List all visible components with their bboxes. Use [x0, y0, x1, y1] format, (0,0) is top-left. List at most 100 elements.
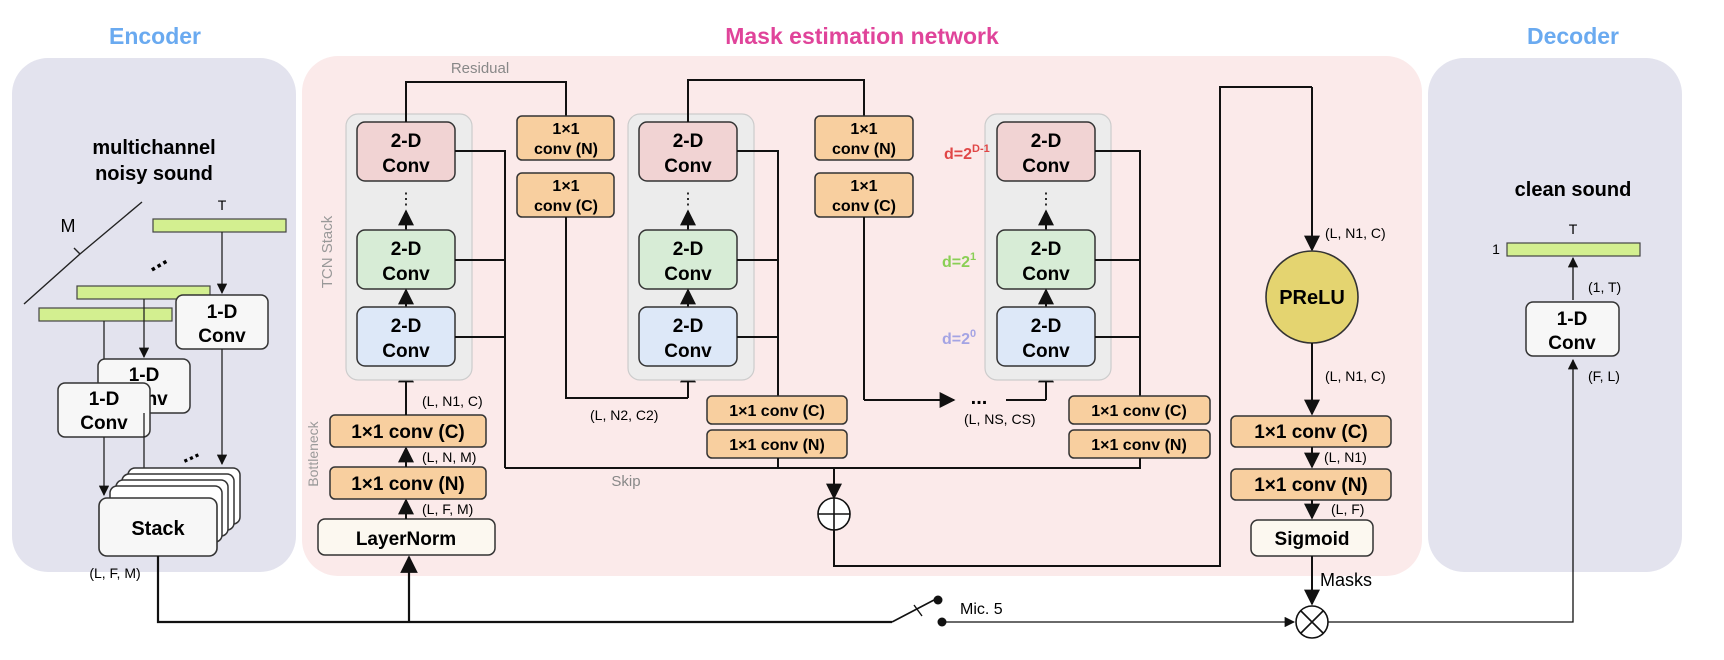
skip2-conv-n-label: 1×1 conv (N): [729, 437, 825, 454]
res1-conv-n-l1: 1×1: [552, 121, 579, 138]
sum-to-prelu: [833, 86, 1312, 567]
tcn1-conv-top-l2: Conv: [382, 156, 430, 177]
tcn2-conv-top-l2: Conv: [664, 156, 712, 177]
encoder-out-dim: (L, F, M): [89, 565, 140, 581]
channel-bracket-tick: [73, 247, 81, 255]
decoder-dim-fl: (F, L): [1588, 368, 1620, 384]
mic-switch-contact-top: [933, 595, 943, 605]
bottleneck-conv-c-label: 1×1 conv (C): [351, 422, 465, 443]
tcn3-vdots: ⋮: [1038, 191, 1054, 208]
input-title-line1: multichannel: [92, 137, 215, 159]
tcn3-conv-mid-l1: 2-D: [1031, 239, 1062, 260]
dim-ln1: (L, N1): [1324, 449, 1367, 465]
tcn3-conv-low-l1: 2-D: [1031, 316, 1062, 337]
input-title-line2: noisy sound: [95, 163, 213, 185]
tcn3-conv-top-l1: 2-D: [1031, 131, 1062, 152]
res1-to-tcn2: [565, 217, 688, 399]
encoder-conv-3-line1: 1-D: [207, 302, 238, 323]
masks-label: Masks: [1320, 570, 1372, 590]
dim-lf: (L, F): [1331, 501, 1364, 517]
tcn2-conv-low-l1: 2-D: [673, 316, 704, 337]
tcn2-vdots: ⋮: [680, 191, 696, 208]
tcn3-conv-mid-l2: Conv: [1022, 264, 1070, 285]
res1-conv-n-l2: conv (N): [534, 141, 598, 158]
out-conv-c-label: 1×1 conv (C): [1254, 422, 1368, 443]
sum-node-plus: [818, 498, 850, 530]
mic-switch-tick: [913, 604, 923, 617]
prelu-in-dim: (L, N1, C): [1325, 225, 1386, 241]
encoder-conv-3-line2: Conv: [198, 326, 246, 347]
bottleneck-conv-c: [329, 414, 487, 448]
tcn1-conv-mid-l1: 2-D: [391, 239, 422, 260]
tcn2-conv-low-l2: Conv: [664, 341, 712, 362]
skip2-conv-c: [706, 395, 848, 425]
tcn2-conv-mid-l2: Conv: [664, 264, 712, 285]
mic-label: Mic. 5: [960, 601, 1003, 618]
dilation-low: d=20: [942, 328, 976, 348]
residual-line-1: [405, 81, 567, 122]
res2-conv-c-l1: 1×1: [850, 178, 877, 195]
mult-to-decoder: [1328, 358, 1579, 623]
tcn2-conv-mid-l1: 2-D: [673, 239, 704, 260]
decoder-conv-l1: 1-D: [1557, 309, 1588, 330]
tcn-stack-label: TCN Stack: [319, 215, 336, 288]
tcn1-vdots: ⋮: [398, 191, 414, 208]
encoder-title: Encoder: [109, 23, 201, 49]
skip3-conv-c-label: 1×1 conv (C): [1091, 403, 1187, 420]
tcn3-output-bus: [1095, 150, 1141, 397]
res1-conv-c-l1: 1×1: [552, 178, 579, 195]
bottleneck-label: Bottleneck: [305, 420, 321, 486]
res2-conv-n-l1: 1×1: [850, 121, 877, 138]
skip3-conv-n-label: 1×1 conv (N): [1091, 437, 1187, 454]
encoder-conv-1-line1: 1-D: [89, 389, 120, 410]
residual-line-2: [687, 79, 865, 122]
dots-between-blocks: ...: [971, 387, 988, 409]
res1-conv-n: [516, 115, 615, 161]
multiply-node-x: [1300, 610, 1324, 634]
tcn2-conv-top-l1: 2-D: [673, 131, 704, 152]
tcn1-conv-mid-l2: Conv: [382, 264, 430, 285]
decoder-dim-1t: (1, T): [1588, 279, 1621, 295]
skip-bus: [505, 458, 1141, 469]
res2-conv-c-l2: conv (C): [832, 198, 896, 215]
skip2-conv-c-label: 1×1 conv (C): [729, 403, 825, 420]
layernorm-label: LayerNorm: [356, 529, 456, 550]
decoder-t-label: T: [1569, 221, 1578, 237]
dim-lfm: (L, F, M): [422, 501, 473, 517]
decoder-conv: [1525, 301, 1620, 357]
sigmoid-label: Sigmoid: [1275, 529, 1350, 550]
out-conv-n-label: 1×1 conv (N): [1254, 475, 1368, 496]
dim-lnm: (L, N, M): [422, 449, 476, 465]
tcn1-conv-low-l2: Conv: [382, 341, 430, 362]
tcn2-output-bus: [737, 150, 779, 399]
encoder-conv-2-line1: 1-D: [129, 365, 160, 386]
prelu-label: PReLU: [1279, 287, 1345, 309]
dilation-mid: d=21: [942, 251, 976, 271]
main-signal-line: [156, 556, 892, 624]
dim-ln2c2: (L, N2, C2): [590, 407, 658, 423]
res2-conv-n-l2: conv (N): [832, 141, 896, 158]
clean-signal-bar: [1506, 242, 1641, 257]
decoder-one-label: 1: [1492, 241, 1500, 257]
res2-conv-n: [814, 115, 914, 161]
tcn3-conv-low-l2: Conv: [1022, 341, 1070, 362]
bottleneck-conv-n-label: 1×1 conv (N): [351, 474, 465, 495]
dim-lnscs: (L, NS, CS): [964, 411, 1036, 427]
decoder-conv-l2: Conv: [1548, 333, 1596, 354]
dim-m-label: M: [61, 216, 76, 236]
decoder-output-title: clean sound: [1515, 179, 1632, 201]
encoder-conv-1-line2: Conv: [80, 413, 128, 434]
skip3-conv-c: [1068, 395, 1211, 425]
prelu-out-dim: (L, N1, C): [1325, 368, 1386, 384]
dim-t-label: T: [218, 197, 227, 213]
residual-label: Residual: [451, 60, 509, 77]
stack-label: Stack: [131, 518, 185, 540]
decoder-title: Decoder: [1527, 23, 1619, 49]
res1-conv-c-l2: conv (C): [534, 198, 598, 215]
tcn1-output-bus: [455, 150, 506, 468]
mic-switch-lever: [891, 599, 935, 623]
tcn3-conv-top-l2: Conv: [1022, 156, 1070, 177]
signal-bar-3: [152, 218, 287, 233]
skip-label: Skip: [611, 473, 640, 490]
